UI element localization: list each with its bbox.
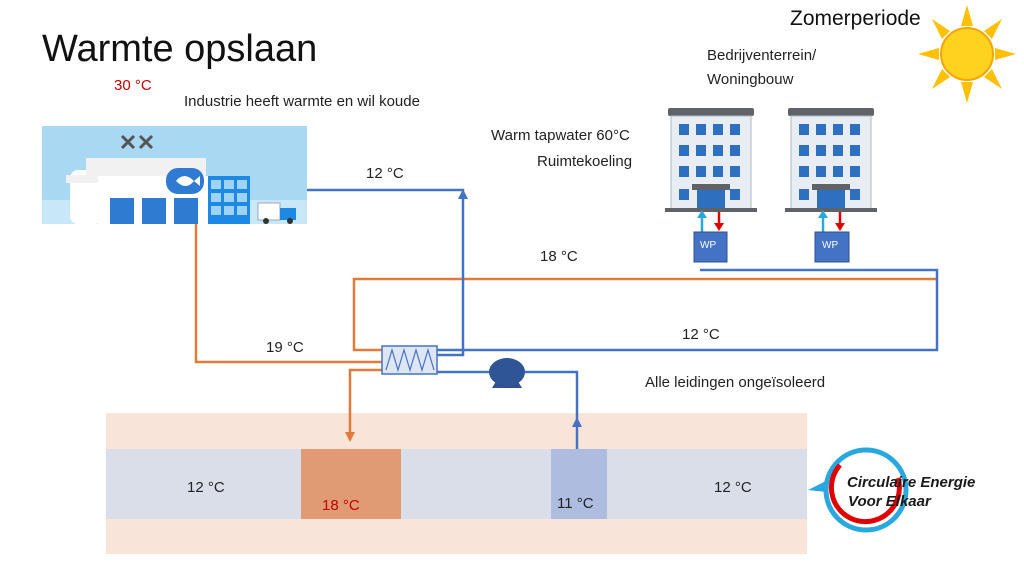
heatpump-1 [693, 231, 728, 263]
warm-pipe-arrow [345, 432, 355, 442]
sun-icon [918, 5, 1016, 103]
logo-line-2: Voor Elkaar [848, 493, 932, 510]
logo-icon [808, 447, 909, 533]
area-label-line1: Bedrijventerrein/ [707, 47, 817, 64]
use-cooling: Ruimtekoeling [537, 153, 633, 170]
storage-temp-left: 12 °C [187, 479, 225, 496]
heat-exchanger [381, 345, 438, 375]
warm-pipes [194, 224, 937, 440]
aquifer-band [106, 449, 807, 519]
pump-icon [489, 358, 525, 388]
pipe-temp-supply-loop: 18 °C [540, 248, 578, 265]
cold-well [551, 449, 607, 519]
area-label-line2: Woningbouw [707, 71, 794, 88]
use-hot-water: Warm tapwater 60°C [491, 127, 630, 144]
warm-well-temp: 18 °C [322, 497, 360, 514]
heatpump-2 [814, 231, 850, 263]
heatpump-2-arrows [818, 210, 845, 232]
cold-pipe-arrow-top [458, 189, 468, 199]
factory-illustration [42, 126, 307, 224]
warm-well [301, 449, 401, 519]
logo-line-1: Circulaire Energie [847, 474, 975, 491]
heatpump-2-label: WP [822, 240, 839, 251]
building-1-illustration [665, 108, 757, 212]
pipes-note: Alle leidingen ongeïsoleerd [645, 374, 826, 391]
cold-pipe-arrow-well [572, 417, 582, 427]
page-title: Warmte opslaan [42, 28, 318, 70]
season-label: Zomerperiode [790, 7, 921, 30]
cold-well-temp: 11 °C [557, 495, 594, 512]
building-2-illustration [785, 108, 877, 212]
industry-caption: Industrie heeft warmte en wil koude [184, 93, 420, 110]
heatpump-1-arrows [697, 210, 724, 232]
industry-temp: 30 °C [114, 77, 152, 94]
pipe-temp-from-industry: 19 °C [266, 339, 304, 356]
pipe-temp-return-top: 12 °C [366, 165, 404, 182]
heatpump-1-label: WP [700, 240, 717, 251]
cold-pipes [307, 188, 939, 449]
storage-temp-right: 12 °C [714, 479, 752, 496]
pipe-temp-return-loop: 12 °C [682, 326, 720, 343]
